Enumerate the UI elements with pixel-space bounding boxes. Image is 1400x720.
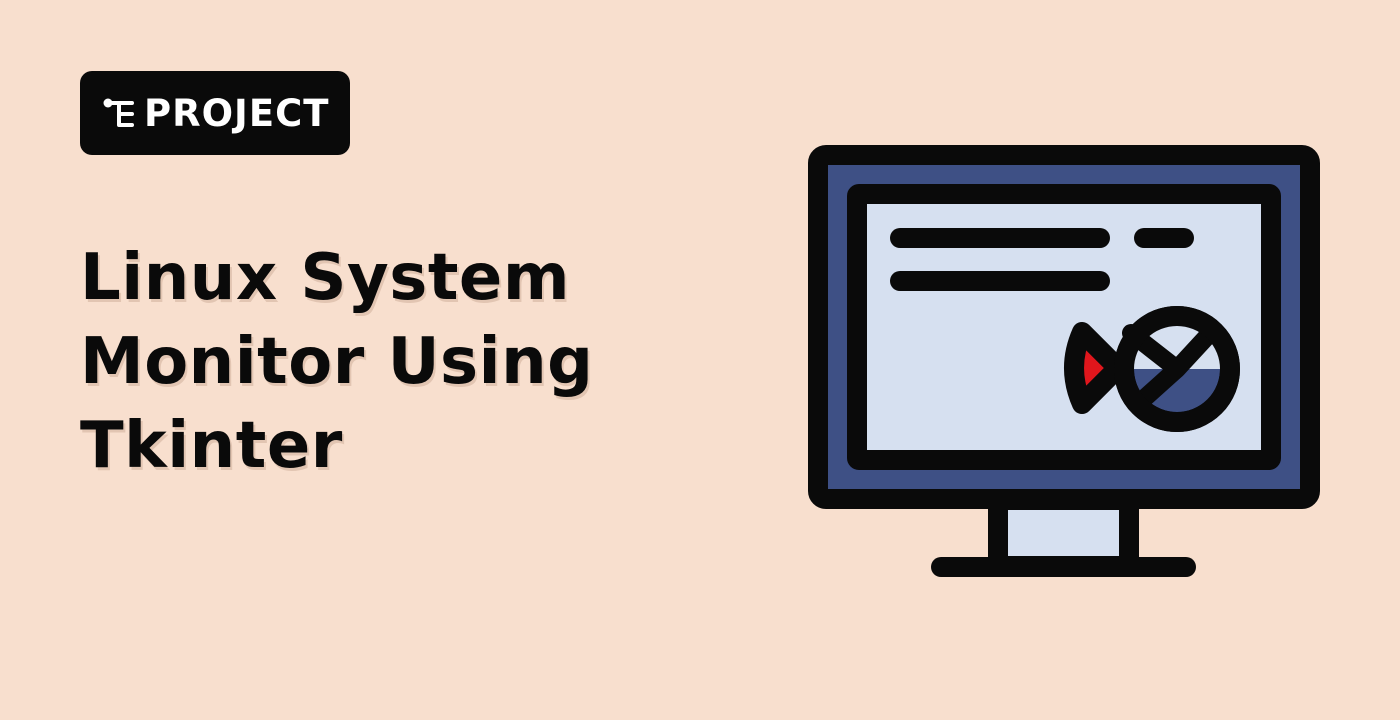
title-line-1: Linux System (80, 241, 570, 315)
title-line-3: Tkinter (80, 409, 343, 483)
hierarchy-icon (103, 98, 134, 127)
pie-outline (1114, 306, 1240, 432)
title-line-2: Monitor Using (80, 325, 594, 399)
page-title: Linux System Monitor Using Tkinter (80, 236, 680, 488)
badge-label: PROJECT (144, 91, 330, 135)
project-badge: PROJECT (80, 71, 350, 155)
pie-slice-red (1064, 322, 1128, 414)
monitor-neck (988, 490, 1139, 576)
monitor-dashboard-icon (808, 145, 1320, 577)
